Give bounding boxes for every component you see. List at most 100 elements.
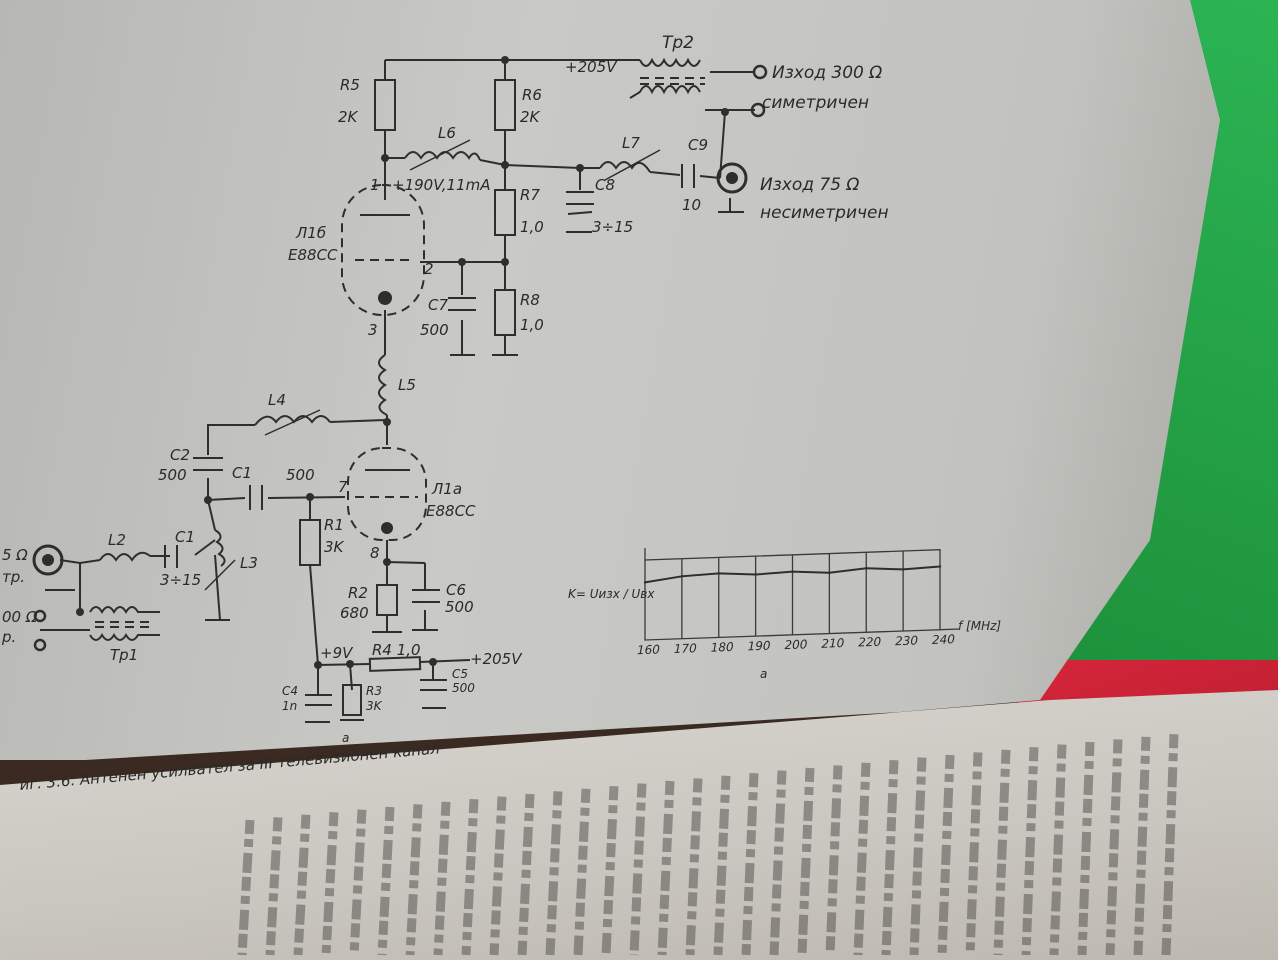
page-text-line <box>1133 736 1151 956</box>
chart-tick-label: 210 <box>821 636 844 651</box>
page-text-line <box>993 749 1011 956</box>
label-r1-value: 3K <box>324 538 345 556</box>
chart-tick-label: 190 <box>748 639 771 654</box>
page-text-line <box>965 752 983 956</box>
page-text-line <box>293 814 311 956</box>
label-l5: L5 <box>398 376 416 394</box>
page-text-line <box>265 817 283 956</box>
label-c7-value: 500 <box>420 321 449 339</box>
page-text-line <box>377 806 395 956</box>
label-r8: R8 <box>520 291 540 309</box>
label-l4: L4 <box>268 391 286 409</box>
label-sub-a: а <box>342 731 349 745</box>
page-text-line <box>461 798 479 956</box>
chart-tick-label: 200 <box>785 637 808 652</box>
connectors <box>32 64 768 652</box>
label-l6: L6 <box>438 124 456 142</box>
label-r1: R1 <box>324 516 344 534</box>
page-text-line <box>825 765 843 956</box>
page-text-line <box>1105 739 1123 956</box>
page-text-line <box>629 783 647 956</box>
label-c7: C7 <box>428 296 448 314</box>
label-pin2: 2 <box>424 260 434 278</box>
label-c2-value: 500 <box>158 466 187 484</box>
label-r2: R2 <box>348 584 368 602</box>
label-c4-value: 1n <box>282 699 297 713</box>
label-tube-l1b: Л1б <box>295 224 326 242</box>
page-text-line <box>657 780 675 956</box>
label-r4: R4 1,0 <box>372 641 421 659</box>
chart-point <box>865 567 868 570</box>
page-text-line <box>349 809 367 956</box>
label-r7: R7 <box>520 186 540 204</box>
label-tp2: Tp2 <box>662 33 694 53</box>
label-c2: C2 <box>170 446 190 464</box>
label-c6-value: 500 <box>445 598 474 616</box>
page-text-line <box>601 785 619 956</box>
label-out-75: Изход 75 Ω <box>760 175 859 195</box>
label-r8-value: 1,0 <box>520 316 544 334</box>
label-pin8: 8 <box>370 544 380 562</box>
page-text-line <box>573 788 591 956</box>
chart-tick-label: 230 <box>895 633 918 648</box>
grounds <box>45 211 744 723</box>
page-text-line <box>937 754 955 956</box>
page-text-lines <box>237 734 1179 956</box>
label-pin7: 7 <box>338 478 348 496</box>
label-input-300: 00 Ω <box>2 608 38 626</box>
book-page-top <box>0 0 1220 760</box>
page-text-line <box>489 796 507 956</box>
page-text-line <box>685 778 703 956</box>
page-text-line <box>741 773 759 956</box>
label-9v: +9V <box>320 644 354 662</box>
label-tube-l1b-type: E88CC <box>288 246 338 264</box>
label-c5-value: 500 <box>452 681 475 695</box>
label-tube-l1a: Л1а <box>431 480 462 498</box>
label-tp1: Tp1 <box>110 646 138 664</box>
label-tube-l1a-type: E88CC <box>426 502 476 520</box>
chart-tick-label: 220 <box>858 635 881 650</box>
label-r6: R6 <box>522 86 542 104</box>
page-text-line <box>769 770 787 956</box>
label-r6-value: 2K <box>520 108 541 126</box>
label-205v-bottom: +205V <box>470 650 523 668</box>
inductors <box>89 57 705 641</box>
page-text-line <box>1161 734 1179 956</box>
label-input-75b: тр. <box>2 568 25 586</box>
chart-tick-label: 180 <box>711 640 734 655</box>
label-190v: +190V,11mA <box>392 176 490 194</box>
label-r5-value: 2K <box>338 108 359 126</box>
resistors <box>299 79 516 716</box>
chart-point <box>938 565 942 568</box>
label-c9: C9 <box>688 136 708 154</box>
chart-tick-label: 160 <box>637 642 660 657</box>
chart-xlabel: f [MHz] <box>958 619 1001 633</box>
chart-point <box>717 572 720 575</box>
label-input-75: 5 Ω <box>2 546 28 564</box>
label-l2: L2 <box>108 531 126 549</box>
label-c1-input-value: 3÷15 <box>160 571 201 589</box>
chart-ylabel: K= Uизх / Uвх <box>568 587 655 601</box>
label-c6: C6 <box>446 581 466 599</box>
label-r3-value: 3K <box>366 699 383 713</box>
label-nonsymmetric: несиметричен <box>760 203 889 223</box>
figure-caption: иг. 3.6. Антенен усилвател за III телеви… <box>19 739 441 794</box>
page-text-line <box>517 793 535 956</box>
label-symmetric: симетричен <box>762 93 869 113</box>
label-c1-input: C1 <box>175 528 195 546</box>
label-pin3: 3 <box>368 321 378 339</box>
tube-l1a <box>347 447 427 541</box>
page-text-line <box>237 819 255 956</box>
chart-sublabel: а <box>760 667 767 681</box>
label-c1-value: 500 <box>286 466 315 484</box>
label-r7-value: 1,0 <box>520 218 544 236</box>
label-r2-value: 680 <box>340 604 369 622</box>
chart-tick-label: 240 <box>932 632 955 647</box>
chart-point <box>754 573 757 576</box>
label-c1: C1 <box>232 464 252 482</box>
chart-point <box>791 570 794 573</box>
page-text-line <box>797 767 815 956</box>
